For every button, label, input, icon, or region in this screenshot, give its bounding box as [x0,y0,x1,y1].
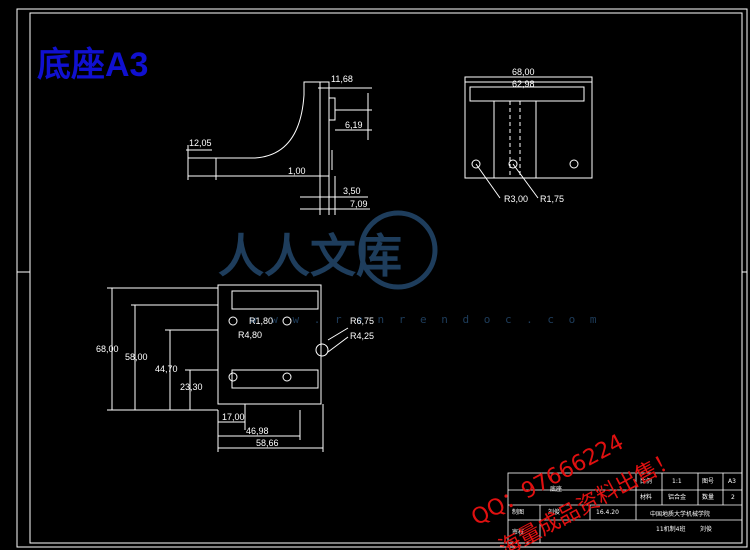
dim-top-17-00: 17,00 [222,412,245,422]
dim-top-58-66: 58,66 [256,438,279,448]
tb-student: 刘俊 [700,525,712,533]
tb-designer-label: 制图 [512,508,524,516]
dim-side-12-05: 12,05 [189,138,212,148]
dim-front-r3-00: R3,00 [504,194,528,204]
dim-top-r4-25: R4,25 [350,331,374,341]
tb-scale-label: 比例 [640,477,652,485]
tb-date: 16.4.20 [596,509,619,516]
tb-class: 11机制4班 [656,525,685,533]
tb-school: 中国地质大学机械学院 [650,510,710,518]
watermark: 人人文库 w w w . r e n r e n d o c . c o m [218,210,601,326]
tb-designer-value: 刘俊 [548,508,560,516]
ad-overlay: QQ：97666224 海量成品资料出售！ [467,430,681,550]
front-view [464,76,593,199]
dim-top-46-98: 46,98 [246,426,269,436]
tb-material-label: 材料 [640,493,652,501]
dim-top-44-70: 44,70 [155,364,178,374]
dim-side-1-00: 1,00 [288,166,306,176]
tb-material-value: 铝合金 [668,493,686,501]
dim-front-62-98: 62,98 [512,79,535,89]
dim-top-r4-80: R4,80 [238,330,262,340]
drawing-frame [16,8,748,548]
top-view [107,284,349,452]
dim-top-23-30: 23,30 [180,382,203,392]
dim-top-r1-80: R1,80 [249,316,273,326]
tb-scale-value: 1:1 [672,478,682,485]
tb-qty-label: 数量 [702,493,714,501]
side-view [186,81,372,215]
dim-top-68-00: 68,00 [96,344,119,354]
dim-top-r6-75: R6,75 [350,316,374,326]
watermark-text: 人人文库 [218,229,402,283]
dim-side-7-09: 7,09 [350,199,368,209]
dim-front-r1-75: R1,75 [540,194,564,204]
tb-sheet-label: 图号 [702,478,714,485]
dim-side-11-68: 11,68 [331,74,353,84]
title-block [507,472,743,544]
tb-sheet-value: A3 [728,478,736,485]
watermark-url: w w w . r e n r e n d o c . c o m [250,313,601,326]
drawing-title: 底座A3 [37,46,148,84]
tb-qty-value: 2 [731,494,735,501]
dim-side-6-19: 6,19 [345,120,363,130]
dim-front-68-00: 68,00 [512,67,535,77]
tb-drawing-name: 底座 [550,485,562,493]
dim-top-58-00: 58,00 [125,352,148,362]
dim-side-3-50: 3,50 [343,186,361,196]
tb-checker-label: 审核 [512,528,524,536]
